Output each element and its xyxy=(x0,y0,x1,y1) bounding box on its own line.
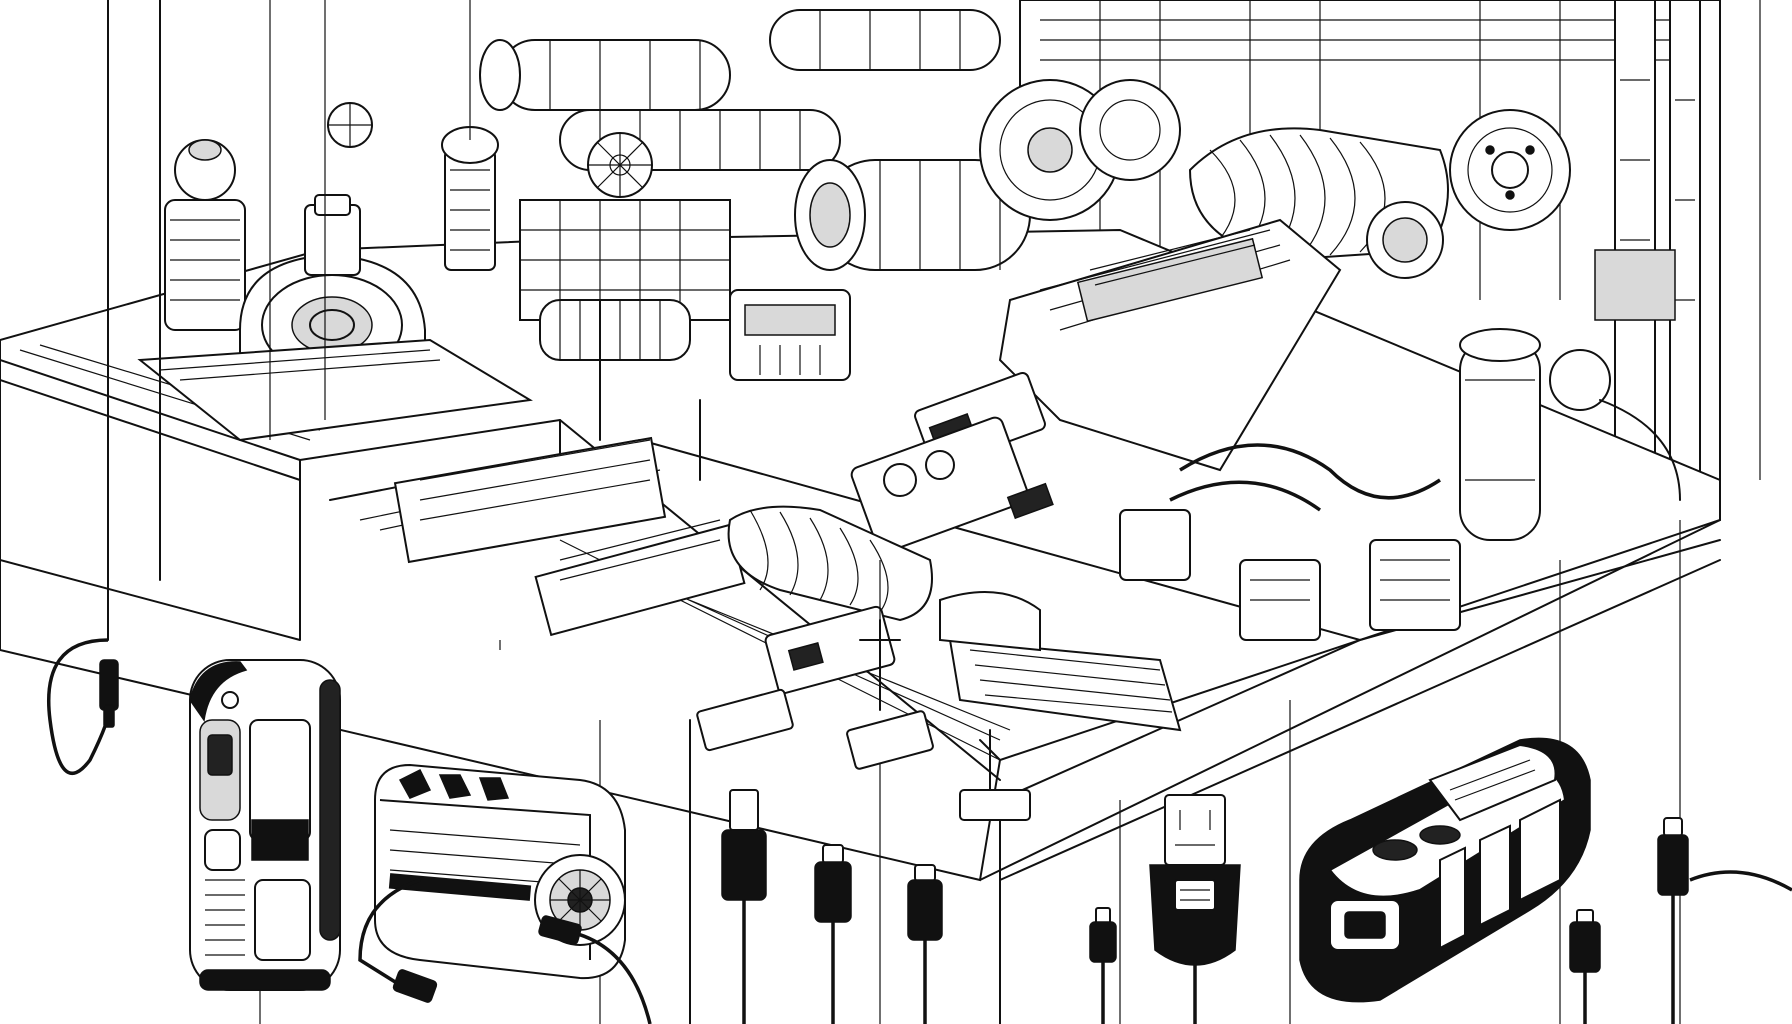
square-charger-block xyxy=(358,763,652,1024)
looped-cable xyxy=(47,638,119,775)
usb-cables xyxy=(721,789,1792,1024)
rugged-power-bank xyxy=(1299,737,1591,1003)
left-reactor-unit xyxy=(137,139,533,442)
lower-bay xyxy=(393,436,1182,821)
hanging-cables xyxy=(107,0,881,650)
handheld-power-bank xyxy=(189,659,341,991)
right-console-machine xyxy=(850,109,1681,641)
central-pipe-gallery xyxy=(327,9,1181,381)
